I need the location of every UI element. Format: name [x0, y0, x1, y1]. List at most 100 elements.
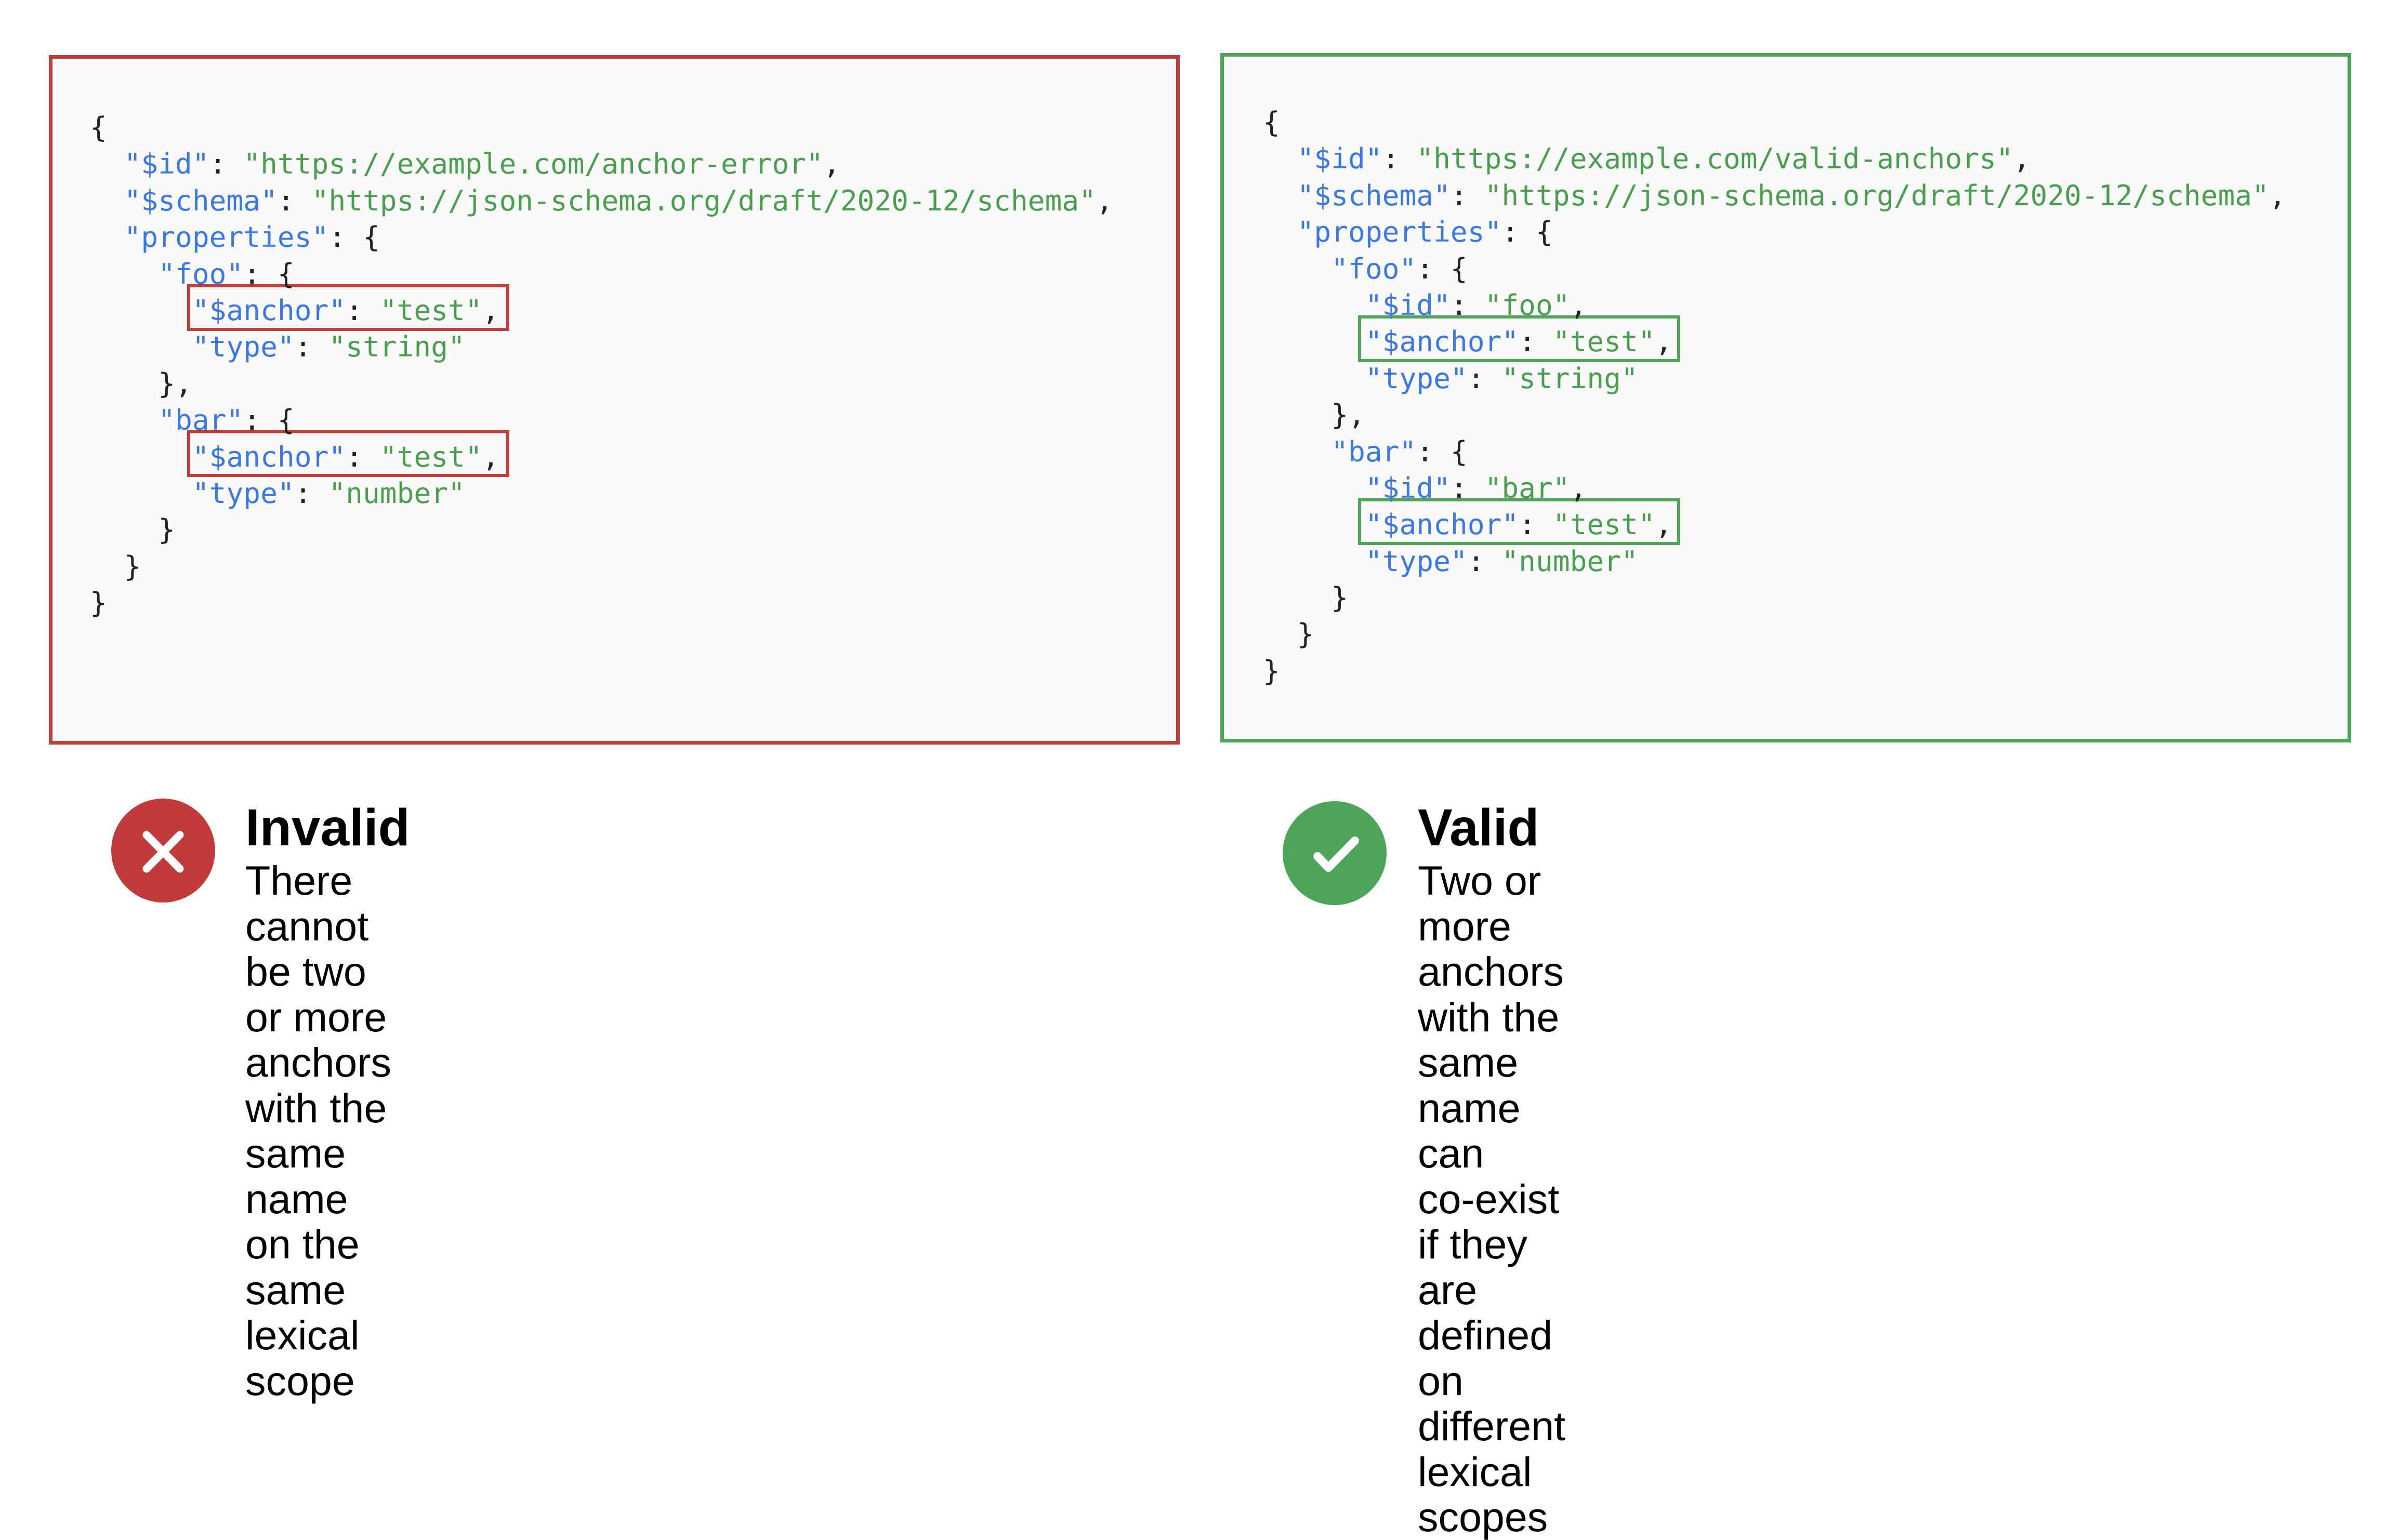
code-line: } — [90, 585, 1113, 621]
json-punctuation — [90, 257, 158, 290]
invalid-schema-code: { "$id": "https://example.com/anchor-err… — [90, 109, 1113, 621]
json-key: "$id" — [1365, 288, 1451, 322]
json-key: "type" — [1365, 361, 1468, 395]
json-punctuation: { — [90, 111, 107, 144]
code-line: } — [90, 511, 1113, 548]
json-string: "foo" — [1484, 288, 1570, 322]
json-string: "https://example.com/anchor-error" — [243, 147, 823, 181]
json-key: "$id" — [124, 147, 209, 181]
valid-title: Valid — [1418, 799, 1539, 857]
code-line: } — [1263, 653, 2286, 689]
valid-example-panel: { "$id": "https://example.com/valid-anch… — [1220, 53, 2351, 742]
duplicate-anchor-highlight-foo — [187, 284, 509, 331]
json-punctuation: , — [482, 440, 499, 473]
json-punctuation: : — [346, 440, 380, 473]
json-punctuation — [1263, 252, 1331, 285]
json-key: "type" — [192, 476, 295, 510]
code-line: { — [90, 109, 1113, 145]
code-line: "foo": { — [1263, 250, 2286, 287]
json-punctuation — [1263, 545, 1365, 578]
json-punctuation: : — [1450, 178, 1485, 212]
code-line: "foo": { — [90, 256, 1113, 292]
json-punctuation: : { — [243, 257, 295, 290]
json-punctuation — [90, 330, 192, 363]
invalid-title: Invalid — [245, 799, 410, 857]
json-punctuation: , — [2013, 142, 2031, 176]
json-punctuation: : — [346, 293, 380, 327]
json-punctuation — [90, 147, 124, 180]
json-punctuation — [90, 403, 158, 436]
json-punctuation: , — [482, 293, 499, 327]
code-line: { — [1263, 104, 2286, 140]
json-punctuation — [1263, 288, 1365, 322]
code-line: "bar": { — [90, 402, 1113, 438]
json-punctuation — [1263, 325, 1365, 358]
json-punctuation: : — [209, 147, 244, 181]
json-punctuation: : { — [1501, 215, 1553, 249]
json-punctuation: : — [1467, 544, 1502, 578]
json-string: "https://example.com/valid-anchors" — [1416, 142, 2013, 176]
json-punctuation — [90, 440, 192, 473]
code-line: }, — [1263, 396, 2286, 433]
json-punctuation — [1263, 362, 1365, 395]
description-line: co-exist if they are defined on differen… — [1418, 1175, 1566, 1495]
code-line: "$anchor": "test", — [90, 439, 1113, 475]
json-punctuation: , — [1655, 325, 1672, 359]
json-punctuation: : { — [1416, 434, 1468, 468]
code-line: } — [1263, 616, 2286, 652]
description-line: scopes — [1418, 1494, 1548, 1540]
json-punctuation: } — [1263, 581, 1349, 615]
json-string: "test" — [379, 293, 482, 327]
json-punctuation — [90, 294, 192, 327]
json-key: "$anchor" — [1365, 508, 1519, 541]
json-punctuation: : — [1519, 508, 1553, 541]
json-punctuation: } — [1263, 654, 1280, 687]
json-key: "properties" — [1297, 215, 1502, 249]
code-line: "type": "string" — [1263, 360, 2286, 396]
json-punctuation: } — [90, 513, 176, 547]
json-punctuation: : — [294, 330, 329, 364]
code-line: "$id": "https://example.com/valid-anchor… — [1263, 140, 2286, 177]
code-line: } — [1263, 579, 2286, 616]
json-punctuation: } — [90, 586, 107, 620]
json-punctuation: : { — [328, 220, 380, 254]
json-key: "$anchor" — [192, 440, 346, 473]
json-key: "foo" — [1331, 251, 1417, 285]
json-punctuation — [1263, 142, 1297, 175]
code-line: "type": "string" — [90, 328, 1113, 365]
json-punctuation: : — [1450, 471, 1485, 505]
json-punctuation: : — [1519, 325, 1553, 359]
json-string: "test" — [379, 440, 482, 473]
json-key: "bar" — [1331, 434, 1417, 468]
json-key: "$anchor" — [192, 293, 346, 327]
invalid-description: There cannot be two or more anchors with… — [245, 858, 391, 1403]
json-punctuation — [90, 220, 124, 254]
description-line: Two or more anchors with the same name c… — [1418, 857, 1564, 1176]
code-line: "properties": { — [90, 219, 1113, 255]
json-punctuation: }, — [1263, 398, 1365, 432]
json-punctuation: : — [277, 183, 312, 217]
code-line: "$schema": "https://json-schema.org/draf… — [90, 182, 1113, 219]
json-punctuation: : { — [243, 403, 295, 437]
json-punctuation — [90, 184, 124, 217]
json-string: "number" — [328, 476, 465, 510]
code-line: }, — [90, 365, 1113, 402]
json-key: "type" — [192, 330, 295, 364]
code-line: "type": "number" — [1263, 543, 2286, 579]
json-punctuation: , — [1096, 183, 1113, 217]
json-punctuation: } — [1263, 617, 1314, 651]
json-punctuation — [1263, 435, 1331, 468]
json-punctuation — [1263, 215, 1297, 248]
code-line: "type": "number" — [90, 475, 1113, 511]
json-punctuation: , — [1570, 471, 1587, 505]
json-punctuation: , — [2269, 178, 2286, 212]
json-punctuation: { — [1263, 105, 1280, 139]
code-line: "$anchor": "test", — [1263, 506, 2286, 542]
code-line: "$anchor": "test", — [90, 292, 1113, 328]
check-icon — [1283, 801, 1387, 905]
json-punctuation: } — [90, 549, 141, 583]
duplicate-anchor-highlight-bar — [187, 430, 509, 477]
code-line: "bar": { — [1263, 433, 2286, 470]
json-key: "properties" — [124, 220, 329, 254]
invalid-example-panel: { "$id": "https://example.com/anchor-err… — [49, 55, 1180, 745]
